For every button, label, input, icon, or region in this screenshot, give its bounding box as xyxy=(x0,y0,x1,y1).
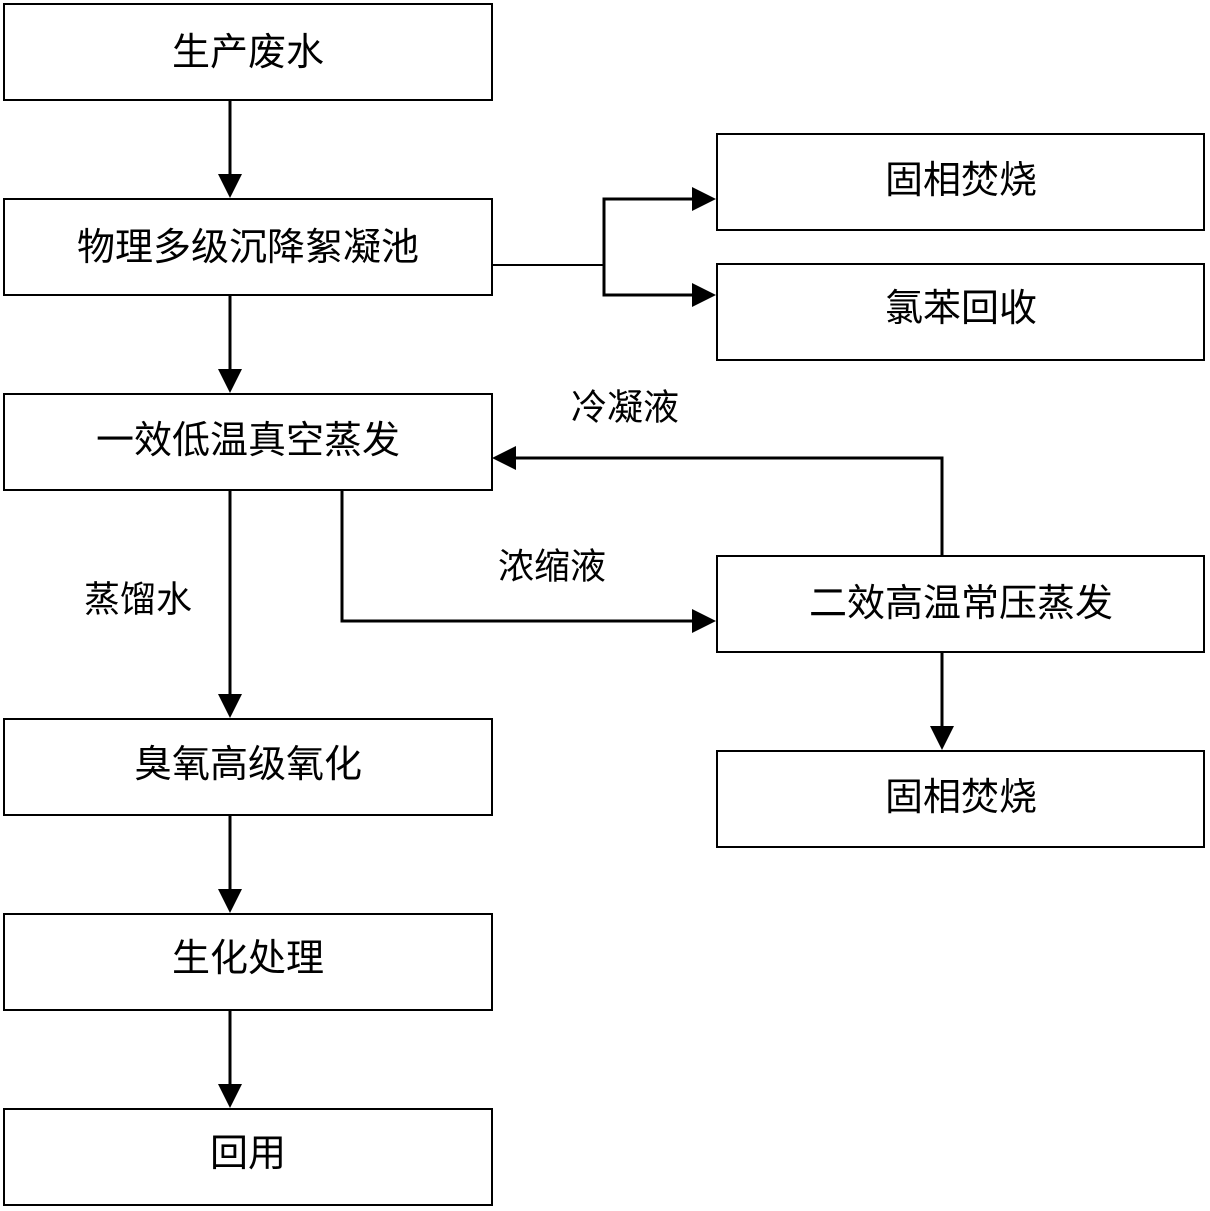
node-chlorobenzene: 氯苯回收 xyxy=(716,263,1205,361)
node-label: 二效高温常压蒸发 xyxy=(809,581,1113,625)
arrowhead xyxy=(218,1084,242,1108)
arrowhead xyxy=(218,174,242,198)
arrow-to-incinerate-top xyxy=(602,197,696,295)
node-label: 固相焚烧 xyxy=(885,775,1037,819)
node-reuse: 回用 xyxy=(3,1108,493,1206)
node-settling: 物理多级沉降絮凝池 xyxy=(3,198,493,296)
node-label: 臭氧高级氧化 xyxy=(134,742,362,786)
node-incinerate-top: 固相焚烧 xyxy=(716,133,1205,231)
arrow-to-chlorobenzene xyxy=(602,265,696,297)
node-biochem: 生化处理 xyxy=(3,913,493,1011)
arrowhead xyxy=(692,283,716,307)
node-label: 物理多级沉降絮凝池 xyxy=(77,225,419,269)
edge-label-concentrate: 浓缩液 xyxy=(498,547,606,588)
node-label: 氯苯回收 xyxy=(885,286,1037,330)
arrowhead xyxy=(218,889,242,913)
arrowhead xyxy=(218,694,242,718)
connectors xyxy=(218,100,954,1108)
node-ozone: 臭氧高级氧化 xyxy=(3,718,493,816)
arrowhead xyxy=(492,446,516,470)
arrow-concentrate xyxy=(340,489,696,623)
node-incinerate-bottom: 固相焚烧 xyxy=(716,750,1205,848)
arrowhead xyxy=(692,609,716,633)
arrowhead xyxy=(692,187,716,211)
node-label: 生产废水 xyxy=(172,30,324,74)
node-label: 生化处理 xyxy=(172,936,324,980)
edge-label-condensate: 冷凝液 xyxy=(571,388,679,429)
node-label: 固相焚烧 xyxy=(885,158,1037,202)
node-label: 回用 xyxy=(210,1131,286,1175)
arrowhead xyxy=(218,369,242,393)
arrow-condensate xyxy=(512,456,944,556)
node-first-effect: 一效低温真空蒸发 xyxy=(3,393,493,491)
node-label: 一效低温真空蒸发 xyxy=(96,418,400,462)
edge-label-distilled-water: 蒸馏水 xyxy=(84,580,192,621)
node-second-effect: 二效高温常压蒸发 xyxy=(716,555,1205,653)
arrowhead xyxy=(930,726,954,750)
node-wastewater: 生产废水 xyxy=(3,3,493,101)
